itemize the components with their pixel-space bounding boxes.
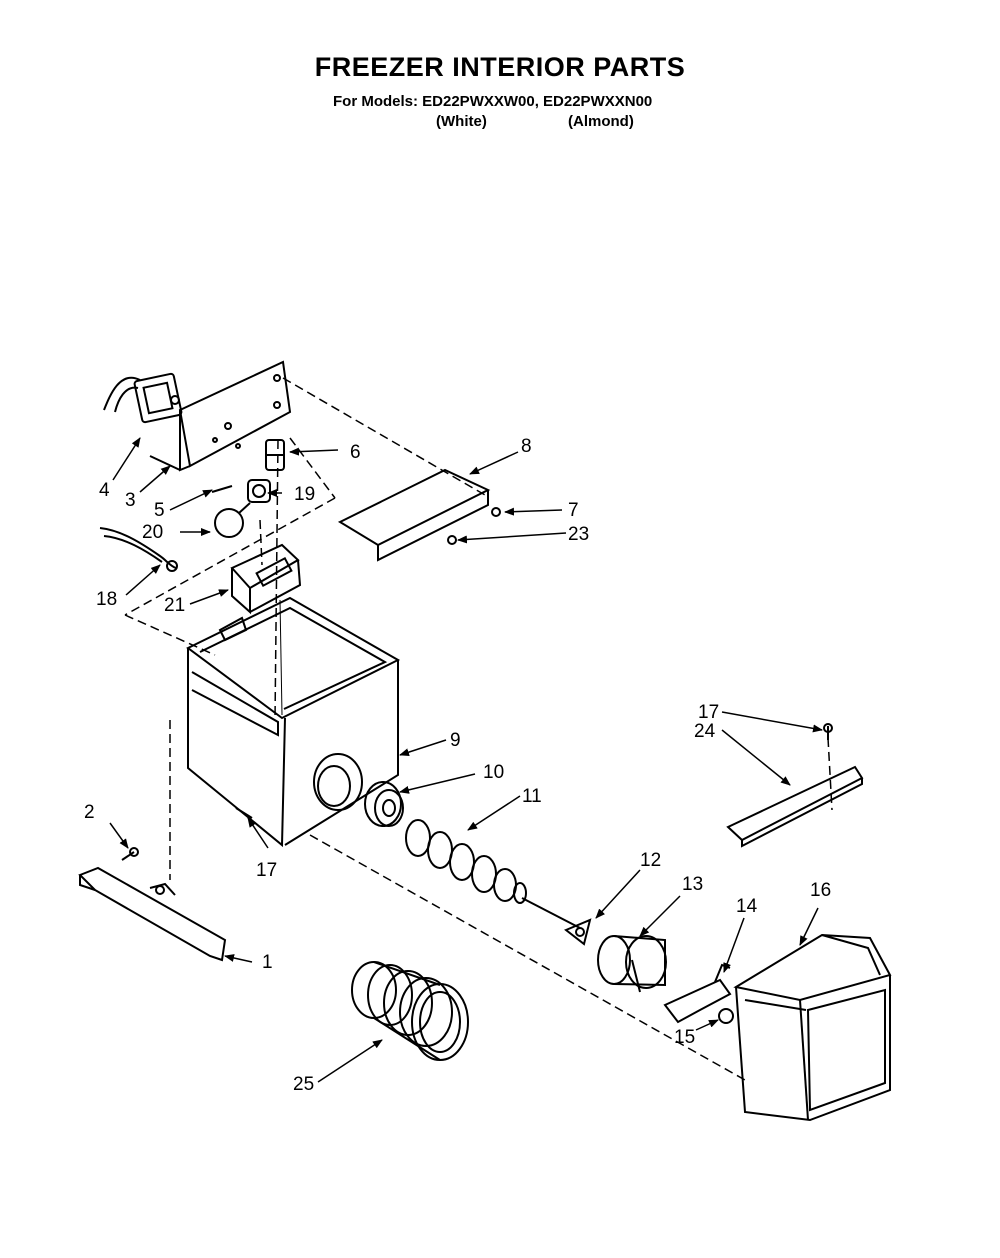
bearing-part-10	[364, 781, 404, 827]
callout-13: 13	[682, 874, 703, 895]
callout-4: 4	[99, 480, 110, 501]
housing-part-13	[597, 935, 667, 993]
callout-9: 9	[450, 730, 461, 751]
callout-1: 1	[262, 952, 273, 973]
mounting-plate-part-3	[149, 360, 292, 472]
callout-17-right: 17	[698, 702, 719, 723]
front-cover-part-16	[733, 933, 892, 1122]
callout-5: 5	[154, 500, 165, 521]
callout-19: 19	[294, 484, 315, 505]
callout-3: 3	[125, 490, 136, 511]
callout-11: 11	[522, 786, 542, 807]
ice-bin-part-9	[186, 596, 401, 848]
callout-18: 18	[96, 589, 117, 610]
callout-7: 7	[568, 500, 579, 521]
drum-part-25	[351, 961, 469, 1061]
motor-part-4	[103, 372, 183, 424]
models-line: For Models: ED22PWXXW00, ED22PWXXN00	[333, 93, 653, 110]
callout-2: 2	[84, 802, 95, 823]
slide-rail-part-1	[78, 866, 227, 962]
nut-part-12	[564, 918, 592, 946]
light-socket-parts	[211, 439, 285, 538]
alignment-lines	[124, 377, 833, 1081]
leader-arrows	[109, 437, 823, 1083]
callout-17-left: 17	[256, 860, 277, 881]
callout-21: 21	[164, 595, 185, 616]
callout-23: 23	[568, 524, 589, 545]
cover-part-8	[337, 468, 501, 562]
bracket-part-21	[230, 543, 302, 615]
power-cord-part-18	[99, 527, 177, 569]
callout-12: 12	[640, 850, 661, 871]
screw-part-17-left	[235, 807, 253, 819]
callout-16: 16	[810, 880, 831, 901]
callout-14: 14	[736, 896, 758, 917]
callout-6: 6	[350, 442, 361, 463]
callout-24: 24	[694, 721, 716, 742]
strip-part-24	[726, 765, 864, 848]
screw-part-15	[718, 1008, 734, 1024]
color-white-label: (White)	[436, 113, 487, 130]
callout-20: 20	[142, 522, 163, 543]
page-title: FREEZER INTERIOR PARTS	[314, 52, 686, 82]
color-almond-label: (Almond)	[568, 113, 634, 130]
callout-15: 15	[674, 1027, 695, 1048]
callout-8: 8	[521, 436, 532, 457]
callout-numbers: 1 2 3 4 5 6 7 8 9 10 11 12 13 14 15 16 1…	[84, 436, 831, 1095]
screw-part-2	[121, 851, 135, 861]
callout-25: 25	[293, 1074, 314, 1095]
callout-10: 10	[483, 762, 504, 783]
auger-spring-part-11	[405, 819, 581, 929]
